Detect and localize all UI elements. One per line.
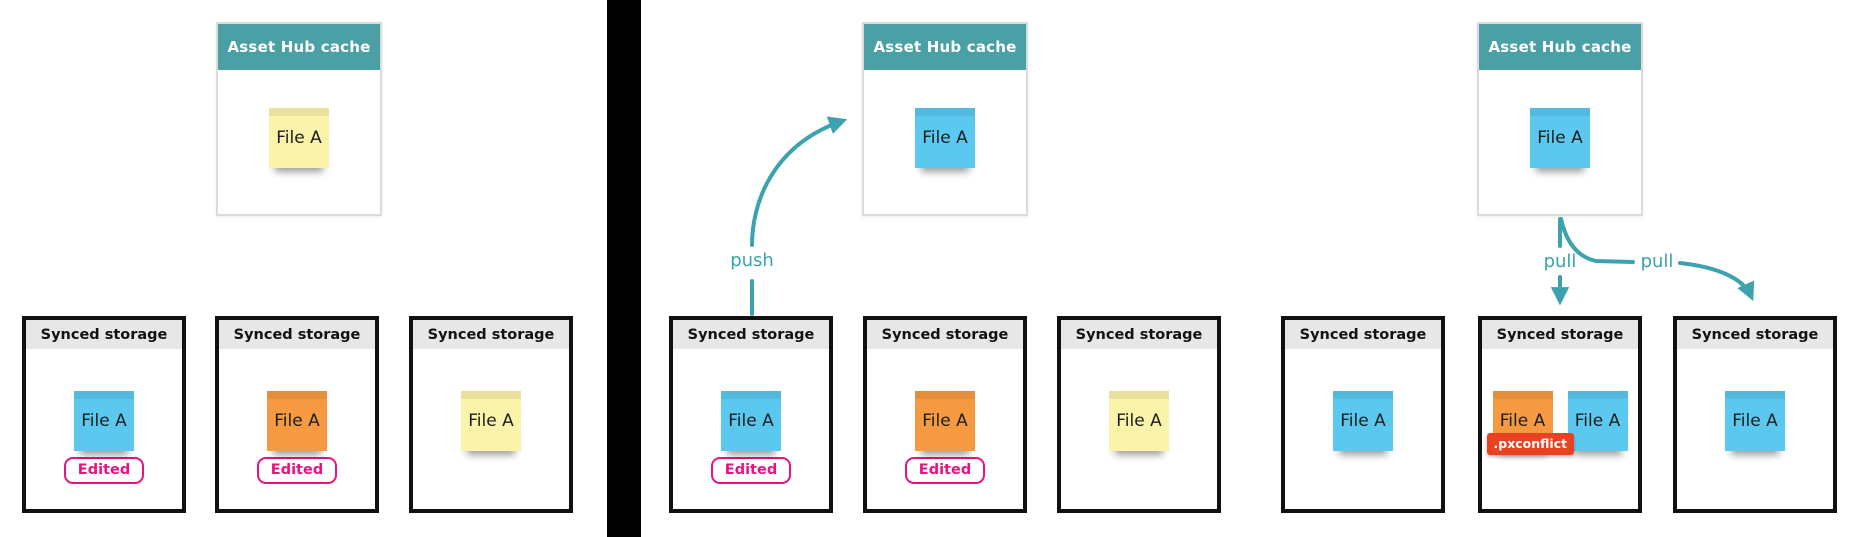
- synced-storage-box: Synced storage File A: [1673, 316, 1837, 513]
- storage-header: Synced storage: [219, 320, 375, 349]
- sticky-note: File A: [721, 391, 781, 451]
- storage-header: Synced storage: [26, 320, 182, 349]
- edited-badge: Edited: [256, 457, 338, 484]
- edited-badge: Edited: [63, 457, 145, 484]
- storage-header: Synced storage: [1677, 320, 1833, 349]
- sticky-note: File A: [74, 391, 134, 451]
- storage-header: Synced storage: [673, 320, 829, 349]
- storage-header: Synced storage: [867, 320, 1023, 349]
- cache-header: Asset Hub cache: [1479, 24, 1641, 70]
- edited-badge: Edited: [710, 457, 792, 484]
- synced-storage-box: Synced storage File A Edited: [863, 316, 1027, 513]
- cache-body: File A: [218, 70, 380, 214]
- push-label: push: [730, 250, 774, 271]
- storage-header: Synced storage: [1285, 320, 1441, 349]
- sticky-note: File A: [1109, 391, 1169, 451]
- asset-hub-cache-box: Asset Hub cache File A: [216, 22, 382, 216]
- cache-header: Asset Hub cache: [864, 24, 1026, 70]
- synced-storage-box: Synced storage File A .pxconflict File A: [1478, 316, 1642, 513]
- sticky-note: File A: [1725, 391, 1785, 451]
- push-arrow: [750, 116, 848, 247]
- synced-storage-box: Synced storage File A Edited: [22, 316, 186, 513]
- pull-label: pull: [1543, 251, 1577, 272]
- sticky-note: File A: [269, 108, 329, 168]
- asset-hub-cache-box: Asset Hub cache File A: [1477, 22, 1643, 216]
- sticky-note: File A: [267, 391, 327, 451]
- synced-storage-box: Synced storage File A: [1281, 316, 1445, 513]
- storage-header: Synced storage: [1061, 320, 1217, 349]
- sticky-note: File A: [1567, 391, 1628, 451]
- asset-hub-cache-box: Asset Hub cache File A: [862, 22, 1028, 216]
- pull-label: pull: [1640, 251, 1674, 272]
- sticky-note: File A: [461, 391, 521, 451]
- synced-storage-box: Synced storage File A: [409, 316, 573, 513]
- panel-divider: [607, 0, 641, 537]
- sticky-note-conflicted: File A .pxconflict: [1486, 391, 1575, 455]
- synced-storage-box: Synced storage File A Edited: [669, 316, 833, 513]
- sticky-note: File A: [915, 108, 975, 168]
- cache-header: Asset Hub cache: [218, 24, 380, 70]
- pxconflict-label: .pxconflict: [1486, 433, 1575, 455]
- synced-storage-box: Synced storage File A: [1057, 316, 1221, 513]
- sticky-note: File A: [915, 391, 975, 451]
- storage-header: Synced storage: [413, 320, 569, 349]
- synced-storage-box: Synced storage File A Edited: [215, 316, 379, 513]
- sticky-note: File A: [1333, 391, 1393, 451]
- storage-header: Synced storage: [1482, 320, 1638, 349]
- sticky-note: File A: [1530, 108, 1590, 168]
- edited-badge: Edited: [904, 457, 986, 484]
